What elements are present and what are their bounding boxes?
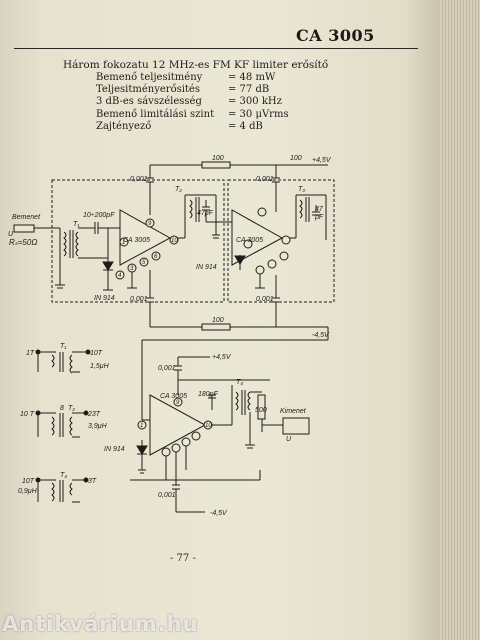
label-c47c: pF (314, 214, 324, 221)
label-in914-2: IN 914 (196, 264, 217, 271)
label-r100-right: 100 (290, 155, 302, 162)
transformer-t4 (235, 391, 239, 411)
xfmr-t1-detail (51, 354, 55, 368)
spec-label: Bemenő limitálási szint (96, 108, 215, 120)
label-ic1: CA 3005 (123, 237, 150, 244)
output-load (282, 417, 310, 435)
label-c180: 180pF (198, 391, 219, 398)
input-resistor (13, 224, 35, 233)
ic-ca3005-stage1 (119, 209, 172, 266)
spec-label: Zajtényező (96, 120, 152, 132)
diode-in914-3 (136, 445, 148, 455)
label-supply-neg-2: -4,5V (210, 510, 228, 517)
label-ic3: CA 3005 (160, 393, 187, 400)
shield-box-stage2 (227, 179, 335, 303)
pin-label: 3 (130, 266, 134, 272)
pin-label: 6 (154, 254, 158, 260)
label-x1-right: 10T (90, 350, 103, 357)
watermark-logo: Antikvárium.hu (2, 612, 199, 636)
label-x2-name: T₂ (68, 405, 75, 412)
label-c001-1: 0,001 (130, 176, 148, 183)
label-ui: U (8, 231, 14, 238)
label-t2: T₂ (175, 186, 182, 193)
xfmr-t2-detail (51, 416, 55, 436)
label-x1-name: T₁ (60, 343, 67, 350)
label-supply-pos-1: +4,5V (312, 157, 332, 164)
circuit-heading: Három fokozatu 12 MHz-es FM KF limiter e… (63, 59, 329, 71)
transformer-t1-secondary (75, 231, 79, 257)
ic-ca3005-output (149, 394, 207, 456)
label-x3-right: 3T (88, 478, 97, 485)
spec-value: = 300 kHz (228, 96, 282, 108)
pin-label: 9 (148, 221, 152, 227)
label-c001-2: 0,001 (256, 176, 274, 183)
label-rg: Rₛ=50Ω (9, 238, 37, 247)
label-supply-neg-1: -4,5V (312, 332, 330, 339)
label-c001-3: 0,001 (130, 296, 148, 303)
label-r100-bottom: 100 (212, 317, 224, 324)
label-x3-left: 10T (22, 478, 35, 485)
label-cap-range: 10÷200pF (83, 212, 115, 219)
label-supply-pos-2: +4,5V (212, 354, 232, 361)
spec-value: = 30 μVrms (228, 108, 289, 120)
label-bemenet: Bemenet (12, 214, 41, 221)
spec-label: Bemenő teljesitmény (96, 72, 203, 83)
label-t4: T₄ (236, 379, 243, 386)
label-x3-ind: 0,9μH (18, 488, 38, 495)
label-in914-3: IN 914 (104, 446, 125, 453)
pin-label: 1 (140, 423, 143, 429)
resistor-100-top (201, 161, 231, 169)
label-x1-left: 1T (26, 350, 35, 357)
ic-ca3005-stage2 (231, 209, 284, 266)
pin-label: 5 (142, 260, 146, 266)
page-number: - 77 - (170, 553, 196, 564)
resistor-100-bottom (201, 323, 231, 331)
label-c001-4: 0,001 (256, 296, 274, 303)
book-page (0, 0, 440, 640)
label-x2-mid: 8 (60, 405, 64, 412)
label-kimenet: Kimenet (280, 408, 307, 415)
page-edges (440, 0, 480, 640)
pin-label: 10 (171, 238, 178, 244)
label-c001-6: 0,001 (158, 492, 176, 499)
label-r100-top: 100 (212, 155, 224, 162)
shield-box-stage1 (51, 179, 225, 303)
spec-label: Teljesitményerősités (96, 84, 200, 96)
spec-value: = 4 dB (228, 120, 263, 132)
diode-in914-1 (102, 261, 114, 271)
pin-label: 10 (205, 423, 212, 429)
transformer-t3 (299, 199, 303, 219)
pin-label: 9 (176, 400, 180, 406)
transformer-t1-primary (63, 231, 67, 257)
spec-value: = 77 dB (228, 84, 270, 96)
pin-label: 4 (118, 273, 122, 279)
label-t1: T₁ (73, 221, 80, 228)
label-c001-5: 0,001 (158, 365, 176, 372)
label-ic2: CA 3005 (236, 237, 263, 244)
title-rule (14, 48, 418, 49)
page-title: CA 3005 (296, 26, 375, 45)
label-uo: U (286, 436, 292, 443)
label-x2-left: 10 T (20, 411, 35, 418)
label-t3: T₃ (298, 186, 305, 193)
label-c47b: 47 (315, 206, 324, 213)
transformer-t2 (189, 199, 193, 219)
label-x1-ind: 1,5μH (90, 363, 110, 370)
label-in914-1: IN 914 (94, 295, 115, 302)
label-r500: 500 (255, 407, 267, 414)
xfmr-t4-detail (51, 482, 55, 502)
label-x3-name: T₄ (60, 472, 67, 479)
spec-label: 3 dB-es sávszélesség (96, 96, 202, 108)
diode-in914-2 (234, 255, 246, 265)
label-x2-ind: 3,9μH (88, 423, 108, 430)
pin-label: 1 (122, 240, 125, 246)
label-x2-right: 23T (87, 411, 101, 418)
label-c47: 47pF (197, 210, 214, 217)
spec-value: = 48 mW (228, 72, 276, 83)
